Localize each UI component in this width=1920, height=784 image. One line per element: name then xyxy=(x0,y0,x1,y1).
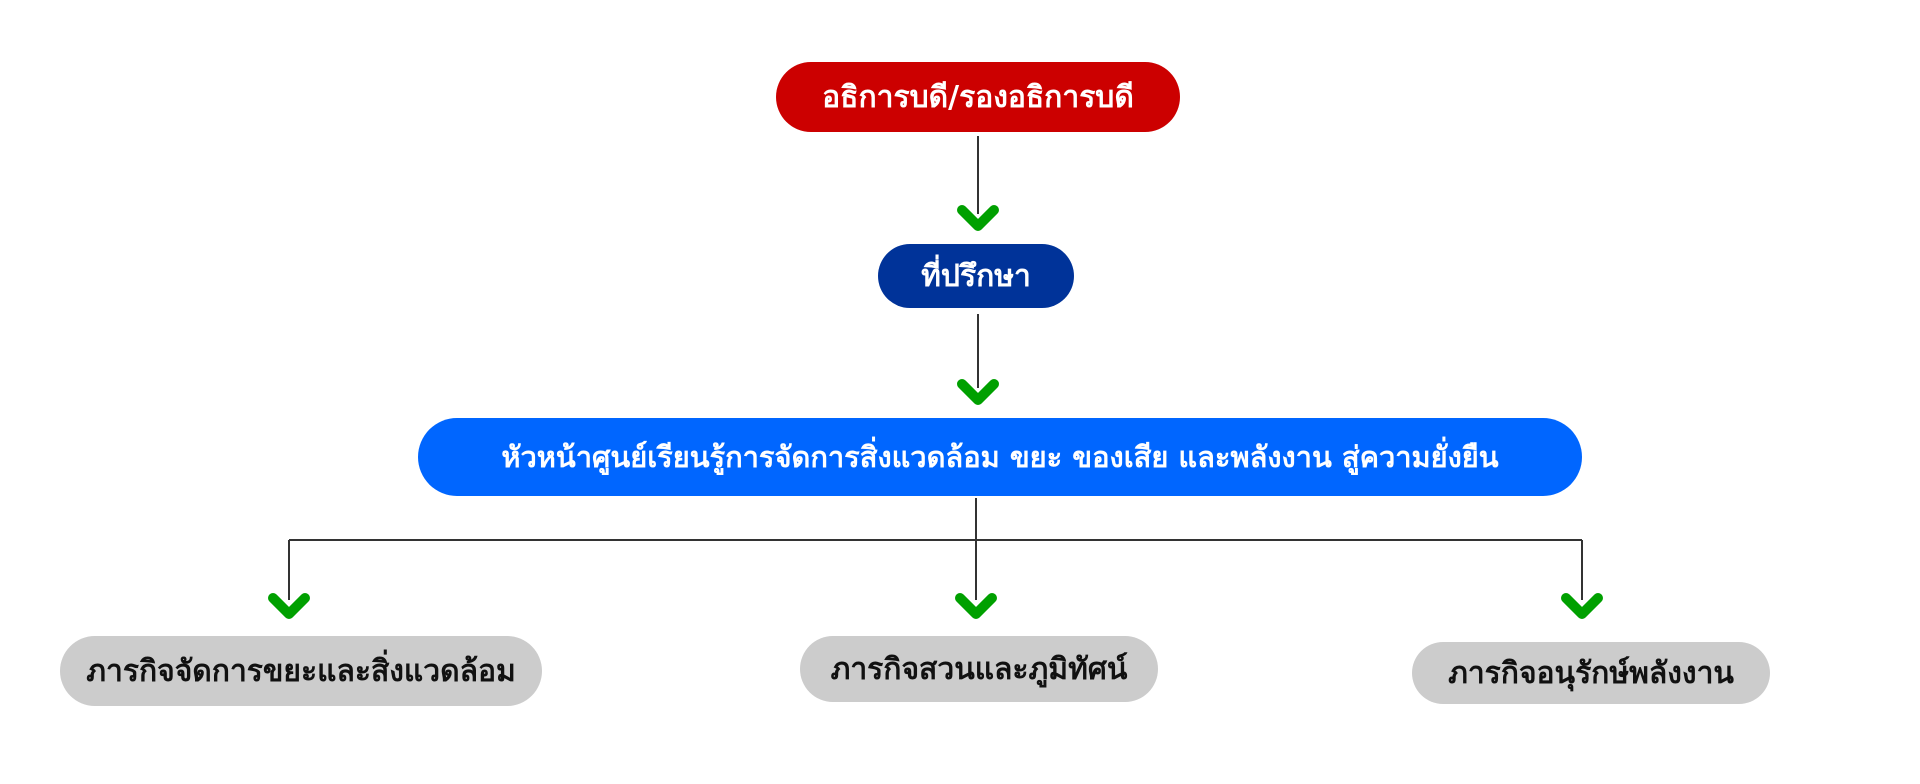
arrow-chevron-down-icon xyxy=(268,593,310,619)
node-mission-waste-label: ภารกิจจัดการขยะและสิ่งแวดล้อม xyxy=(86,653,516,689)
arrow-chevron-down-icon xyxy=(955,593,997,619)
node-advisor: ที่ปรึกษา xyxy=(878,244,1074,308)
arrow-chevron-down-icon xyxy=(1561,593,1603,619)
node-mission-landscape: ภารกิจสวนและภูมิทัศน์ xyxy=(800,636,1158,702)
node-mission-waste: ภารกิจจัดการขยะและสิ่งแวดล้อม xyxy=(60,636,542,706)
node-mission-landscape-label: ภารกิจสวนและภูมิทัศน์ xyxy=(830,651,1128,687)
arrow-chevron-down-icon xyxy=(957,379,999,405)
node-president-label: อธิการบดี/รองอธิการบดี xyxy=(822,79,1134,115)
node-center-head: หัวหน้าศูนย์เรียนรู้การจัดการสิ่งแวดล้อม… xyxy=(418,418,1582,496)
node-president: อธิการบดี/รองอธิการบดี xyxy=(776,62,1180,132)
node-advisor-label: ที่ปรึกษา xyxy=(921,258,1031,294)
node-mission-energy-label: ภารกิจอนุรักษ์พลังงาน xyxy=(1448,655,1734,691)
node-mission-energy: ภารกิจอนุรักษ์พลังงาน xyxy=(1412,642,1770,704)
node-center-head-label: หัวหน้าศูนย์เรียนรู้การจัดการสิ่งแวดล้อม… xyxy=(501,440,1499,474)
arrow-chevron-down-icon xyxy=(957,205,999,231)
